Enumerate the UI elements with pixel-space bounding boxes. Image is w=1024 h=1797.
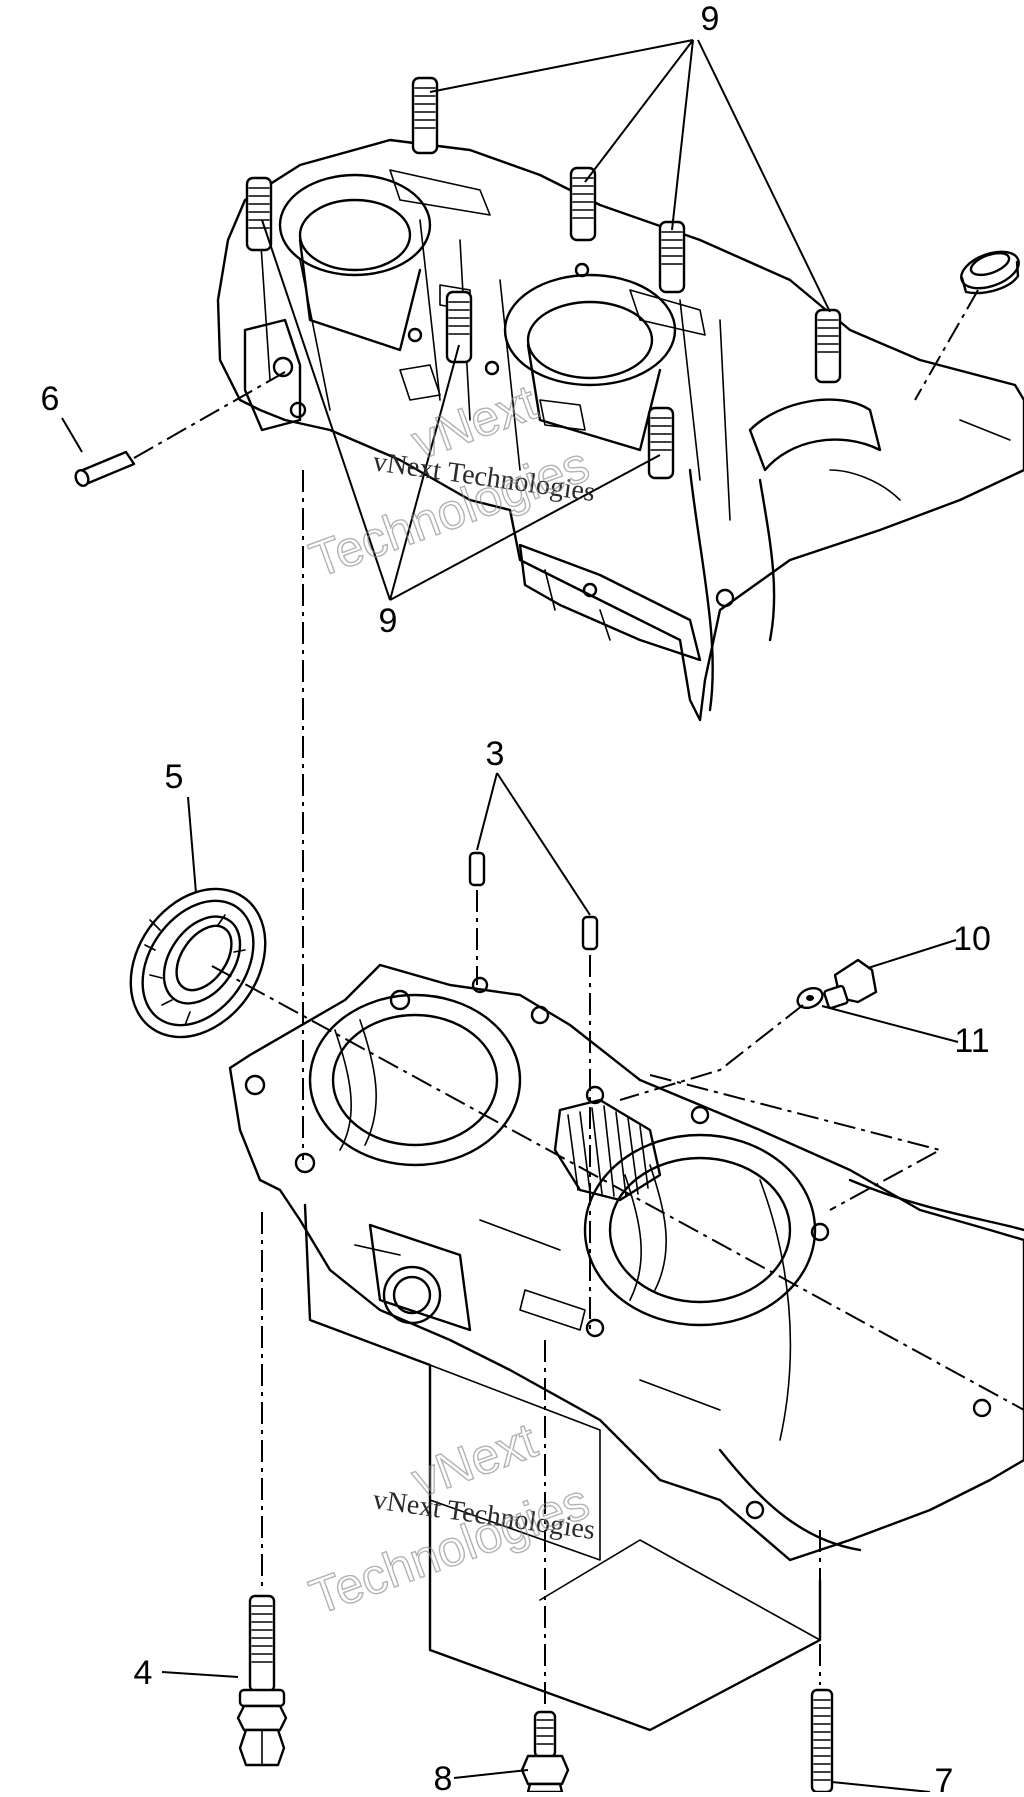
lower-crankcase	[228, 963, 1024, 1732]
callout-6: 6	[41, 380, 60, 418]
callout-4: 4	[134, 1654, 153, 1692]
callout-5: 5	[165, 758, 184, 796]
stud-9-b	[245, 176, 273, 252]
grommet	[960, 250, 1020, 295]
stud-9-f	[445, 290, 473, 364]
leader-lines	[61, 39, 959, 1793]
stud-9-g	[647, 406, 675, 480]
callout-11: 11	[954, 1022, 989, 1060]
callout-9-top: 9	[701, 0, 720, 38]
pin-6	[74, 450, 136, 487]
dowel-pins-3	[468, 851, 599, 951]
upper-crankcase	[216, 76, 1024, 722]
stud-9-e	[814, 308, 842, 384]
callout-8: 8	[434, 1760, 453, 1792]
stud-9-c	[569, 166, 597, 242]
oil-seal-5	[129, 887, 267, 1039]
stud-9-d	[658, 220, 686, 294]
washer-11	[796, 986, 824, 1010]
bolt-4	[236, 1594, 288, 1767]
callout-9-bottom: 9	[379, 602, 398, 640]
callout-7: 7	[935, 1762, 954, 1792]
stud-7	[810, 1688, 834, 1794]
watermark-lower: vNext Technologies vNext Technologies	[302, 1411, 597, 1626]
drain-plug-10	[823, 958, 878, 1010]
bolt-8	[520, 1710, 570, 1794]
callout-10: 10	[953, 920, 991, 958]
callout-3: 3	[486, 735, 505, 773]
stud-9-a	[411, 76, 439, 155]
